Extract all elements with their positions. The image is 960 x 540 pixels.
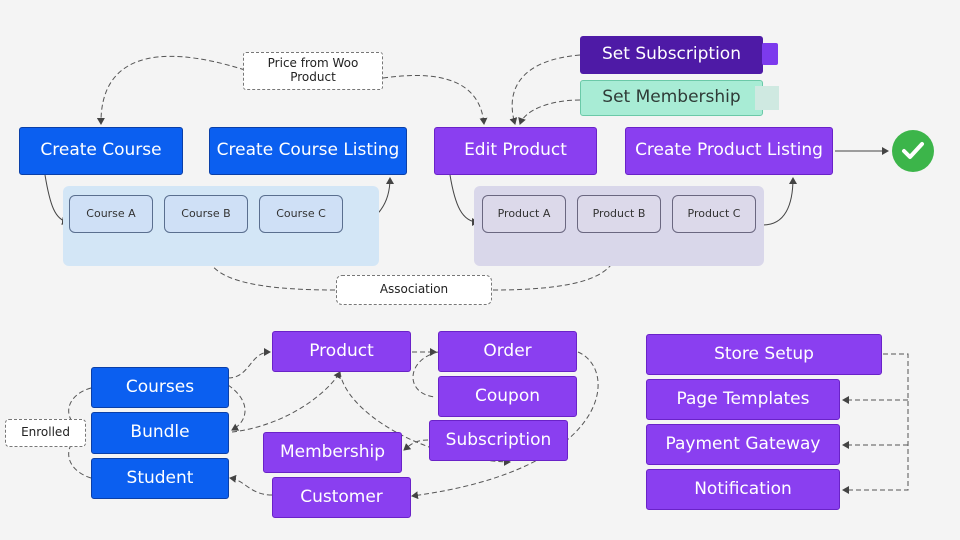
membership-node: Membership (263, 432, 402, 473)
connector-products-to-listing (762, 177, 797, 226)
connector-membership-edit (518, 99, 581, 125)
membership-app-icon (755, 86, 779, 110)
enrolled-label: Enrolled (5, 419, 86, 447)
create-product-listing-node: Create Product Listing (625, 127, 833, 175)
price-note: Price from Woo Product (243, 52, 383, 90)
association-label: Association (336, 275, 492, 305)
course-b-chip: Course B (164, 195, 248, 233)
course-a-chip: Course A (69, 195, 153, 233)
connector-edit-to-products (449, 174, 479, 226)
edit-product-node: Edit Product (434, 127, 597, 175)
product-node: Product (272, 331, 411, 372)
check-circle-icon (892, 130, 934, 172)
payment-gateway-node: Payment Gateway (646, 424, 840, 465)
connector-subscription-edit (509, 54, 581, 125)
connector-price-course (96, 55, 246, 125)
order-node: Order (438, 331, 577, 372)
connector-price-product (382, 75, 488, 125)
create-course-node: Create Course (19, 127, 183, 175)
student-node: Student (91, 458, 229, 499)
create-course-listing-node: Create Course Listing (209, 127, 407, 175)
product-c-chip: Product C (672, 195, 756, 233)
bundle-node: Bundle (91, 412, 229, 454)
course-c-chip: Course C (259, 195, 343, 233)
coupon-node: Coupon (438, 376, 577, 417)
page-templates-node: Page Templates (646, 379, 840, 420)
set-membership-node: Set Membership (580, 80, 763, 116)
product-b-chip: Product B (577, 195, 661, 233)
set-subscription-node: Set Subscription (580, 36, 763, 74)
subscription-app-icon (762, 43, 778, 65)
customer-node: Customer (272, 477, 411, 518)
store-setup-node: Store Setup (646, 334, 882, 375)
notification-node: Notification (646, 469, 840, 510)
courses-node: Courses (91, 367, 229, 408)
product-a-chip: Product A (482, 195, 566, 233)
subscription-node: Subscription (429, 420, 568, 461)
